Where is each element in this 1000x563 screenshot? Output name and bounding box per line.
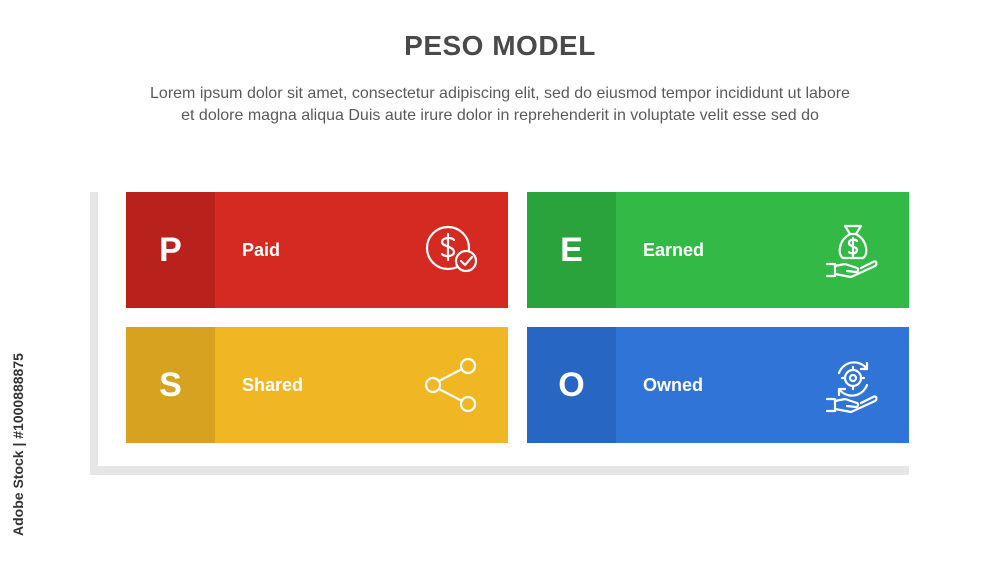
card-earned-letter-box: E — [527, 192, 616, 308]
card-paid-label: Paid — [242, 239, 281, 260]
card-shared-letter: S — [159, 365, 182, 404]
subtitle-line-2: et dolore magna aliqua Duis aute irure d… — [181, 107, 819, 124]
card-shared-letter-box: S — [126, 327, 215, 443]
card-paid-letter-box: P — [126, 192, 215, 308]
card-paid: P Paid — [126, 192, 508, 308]
card-shared: S Shared — [126, 327, 508, 443]
card-earned-letter: E — [560, 230, 583, 269]
dollar-coin-check-icon — [420, 218, 484, 282]
card-paid-letter: P — [159, 230, 182, 269]
stock-watermark: Adobe Stock | #1000888875 — [10, 316, 30, 546]
card-owned: O Owned — [527, 327, 909, 443]
axis-horizontal — [90, 466, 909, 475]
card-earned: E Earned — [527, 192, 909, 308]
subtitle-line-1: Lorem ipsum dolor sit amet, consectetur … — [150, 85, 850, 102]
share-icon — [420, 353, 484, 417]
card-earned-label: Earned — [643, 239, 705, 260]
card-owned-label: Owned — [643, 374, 704, 395]
card-owned-letter: O — [558, 365, 585, 404]
card-shared-label: Shared — [242, 374, 304, 395]
page-title: PESO MODEL — [404, 30, 596, 61]
axis-vertical — [90, 192, 98, 475]
gear-hand-icon — [821, 353, 885, 417]
stock-watermark-text: Adobe Stock | #1000888875 — [10, 353, 26, 536]
card-owned-letter-box: O — [527, 327, 616, 443]
money-bag-hand-icon — [821, 218, 885, 282]
page-subtitle: Lorem ipsum dolor sit amet, consectetur … — [40, 83, 960, 127]
